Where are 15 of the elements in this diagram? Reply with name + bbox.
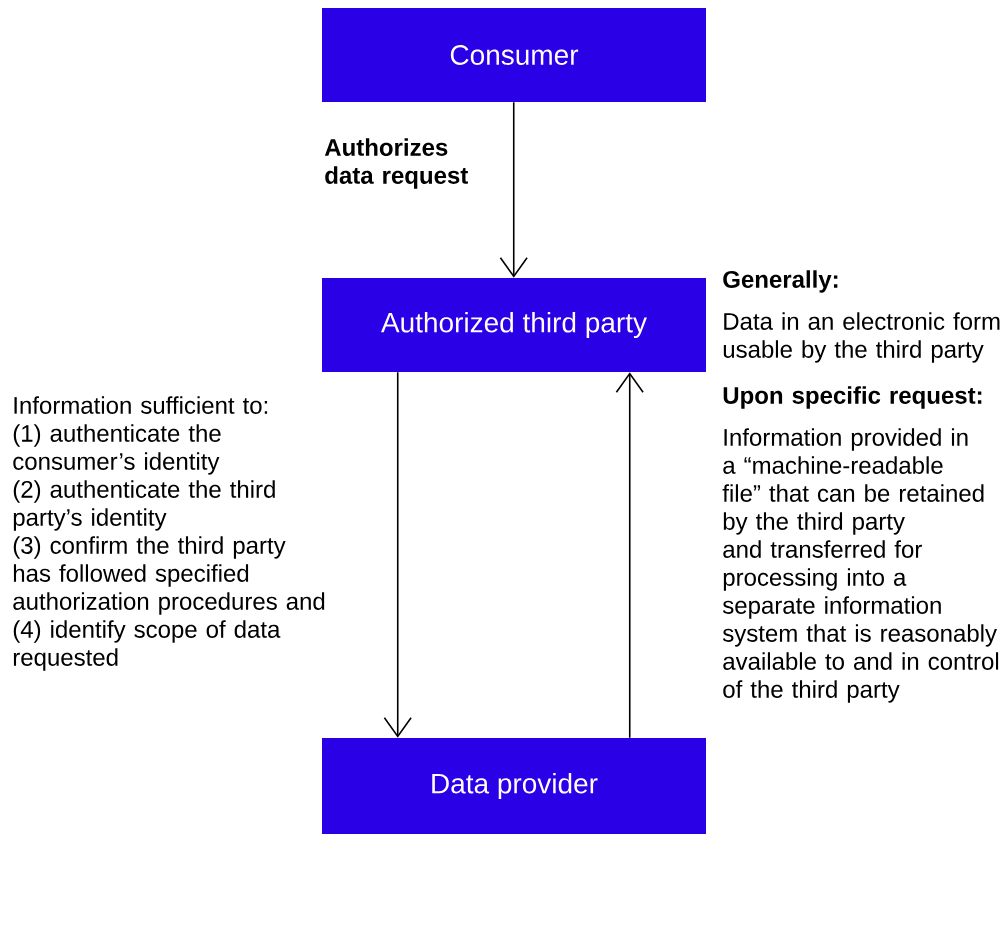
note-text: Upon specific request:: [723, 386, 982, 409]
note-text: Generally:: [723, 270, 838, 293]
edge-label: Authorizes data request: [324, 138, 468, 189]
note-text: Information provided in a “machine-readable file” that can be retained by the third party and transferred for processing into a separate information system that is reasonably available to and in control of the third party: [722, 428, 999, 703]
note-text: (4) identify scope of data requested: [13, 620, 281, 671]
note-text: (3) confirm the third party has followed specified authorization procedures and: [13, 536, 325, 615]
process-box: Authorized third party: [322, 278, 706, 372]
arrow: [499, 101, 528, 278]
process-box: Consumer: [322, 8, 706, 102]
note-text: Information sufficient to:: [14, 396, 268, 414]
note-text: (1) authenticate the consumer’s identity: [13, 424, 221, 475]
arrow: [383, 371, 412, 738]
process-box: Data provider: [322, 738, 706, 834]
arrow: [615, 372, 644, 739]
note-text: (2) authenticate the third party’s identity: [13, 480, 275, 531]
